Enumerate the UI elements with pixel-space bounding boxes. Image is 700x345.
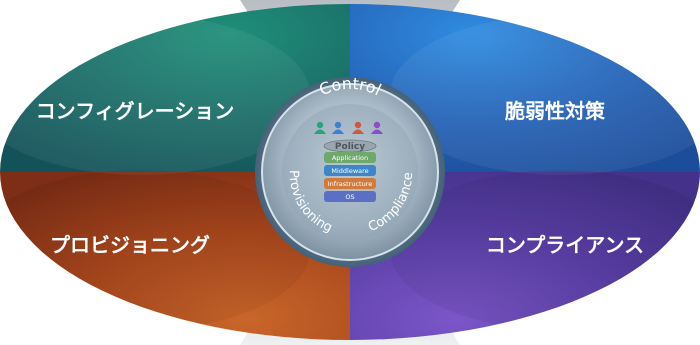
policy-stack: Policy Application Middleware Infrastruc…	[323, 139, 377, 202]
stack-layer-label-infrastructure: Infrastructure	[328, 180, 372, 188]
stack-layer-os	[324, 191, 376, 202]
person-icon	[371, 121, 383, 134]
stack-layer-application	[324, 152, 376, 163]
stack-policy-label: Policy	[335, 142, 365, 152]
stack-layer-label-os: OS	[345, 193, 354, 201]
stack-layer-infrastructure	[324, 178, 376, 189]
person-icon	[314, 121, 326, 134]
stack-layer-label-application: Application	[332, 154, 368, 162]
label-vulnerability: 脆弱性対策	[505, 99, 606, 123]
person-icon	[352, 121, 364, 134]
label-configuration: コンフィグレーション	[36, 99, 235, 123]
stack-layer-label-middleware: Middleware	[331, 167, 368, 175]
stack-layer-middleware	[324, 165, 376, 176]
label-compliance: コンプライアンス	[486, 233, 644, 257]
person-icon	[332, 121, 344, 134]
label-provisioning: プロビジョニング	[50, 233, 210, 257]
people-icons	[314, 121, 383, 134]
